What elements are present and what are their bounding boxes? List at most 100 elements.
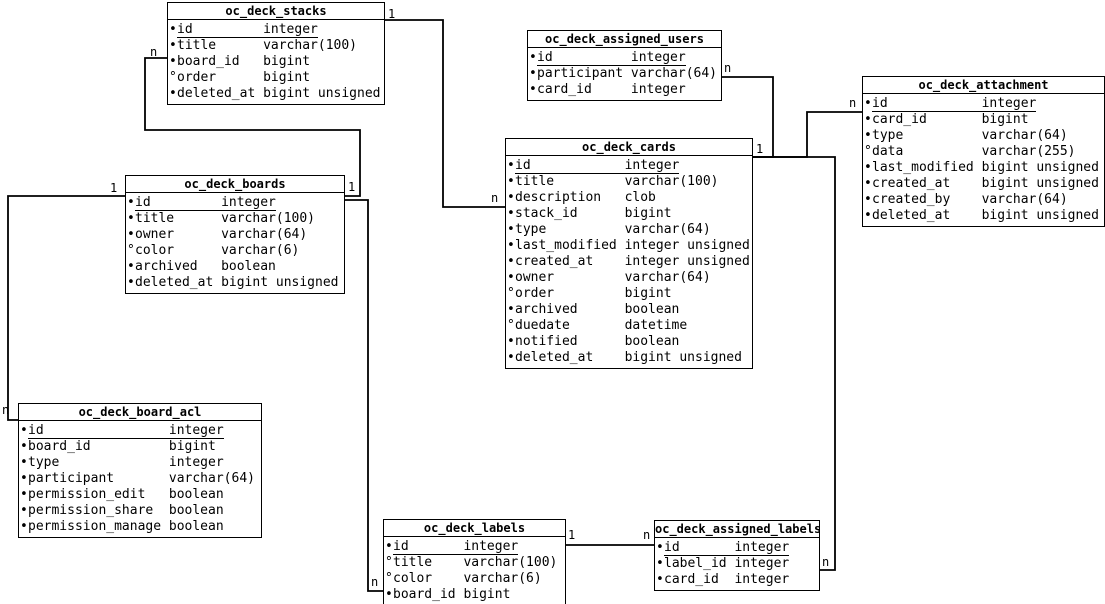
field-type: bigint unsigned <box>221 275 339 290</box>
field-type: varchar(64) <box>624 270 711 285</box>
field-name: title <box>515 174 555 189</box>
field-type: integer unsigned <box>624 238 750 253</box>
cardinality-assigned-users-right: n <box>724 61 732 75</box>
cardinality-stacks-right: 1 <box>388 7 396 21</box>
required-field-bullet-icon: • <box>20 423 28 438</box>
field-name: duedate <box>515 318 570 333</box>
field-name: id <box>664 540 680 555</box>
required-field-bullet-icon: • <box>385 539 393 554</box>
cardinality-labels-right: 1 <box>568 528 576 542</box>
field-type: varchar(64) <box>624 222 711 237</box>
required-field-bullet-icon: • <box>529 82 537 97</box>
required-field-bullet-icon: • <box>507 174 515 189</box>
field-name: board_id <box>177 54 240 69</box>
required-field-bullet-icon: • <box>656 572 664 587</box>
field-type: varchar(100) <box>624 174 719 189</box>
required-field-bullet-icon: • <box>20 455 28 470</box>
field-type: varchar(100) <box>221 211 315 226</box>
field-name: title <box>135 211 175 226</box>
required-field-bullet-icon: • <box>169 22 177 37</box>
field-type: bigint <box>168 439 216 454</box>
required-field-bullet-icon: • <box>127 195 135 210</box>
cardinality-stacks-left: n <box>150 45 158 59</box>
required-field-bullet-icon: • <box>127 211 135 226</box>
required-field-bullet-icon: • <box>507 254 515 269</box>
field-name: participant <box>537 66 624 81</box>
field: permission_manage boolean <box>28 519 224 534</box>
field-type: boolean <box>221 259 276 274</box>
required-field-bullet-icon: • <box>127 227 135 242</box>
field-type: varchar(64) <box>981 128 1068 143</box>
required-field-bullet-icon: • <box>20 439 28 454</box>
field-type: boolean <box>168 519 224 534</box>
table-title: oc_deck_stacks <box>168 3 384 20</box>
field-name: color <box>135 243 175 258</box>
field-type: varchar(64) <box>168 471 255 486</box>
field-name: permission_manage <box>28 519 162 534</box>
field-type: varchar(100) <box>463 555 558 570</box>
field-name: deleted_at <box>177 86 256 101</box>
required-field-bullet-icon: • <box>507 190 515 205</box>
field-name: archived <box>135 259 198 274</box>
table-title: oc_deck_board_acl <box>19 404 261 421</box>
field-type: integer <box>734 572 790 587</box>
field-name: order <box>177 70 217 85</box>
nullable-field-bullet-icon: ° <box>127 243 135 258</box>
field-type: bigint <box>981 112 1029 127</box>
required-field-bullet-icon: • <box>169 86 177 101</box>
field-name: id <box>515 158 531 173</box>
required-field-bullet-icon: • <box>385 587 393 602</box>
field-type: integer <box>168 423 224 438</box>
field-name: card_id <box>537 82 592 97</box>
cardinality-cards-left: n <box>491 191 499 205</box>
field-name: id <box>135 195 151 210</box>
field-type: integer <box>168 455 224 470</box>
required-field-bullet-icon: • <box>864 192 872 207</box>
relation-stacks-cards <box>385 19 505 208</box>
field-type: varchar(64) <box>981 192 1068 207</box>
table-title: oc_deck_labels <box>384 520 565 537</box>
field-row-title: •title varchar(100) <box>127 211 342 227</box>
required-field-bullet-icon: • <box>864 128 872 143</box>
field-type: integer unsigned <box>624 254 750 269</box>
relation-cards-attachment <box>753 111 862 158</box>
